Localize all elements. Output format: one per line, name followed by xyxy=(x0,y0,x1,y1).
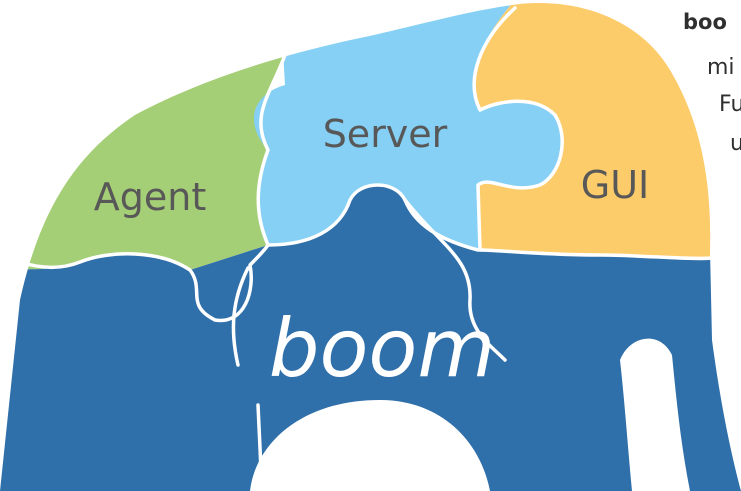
core-label: boom xyxy=(269,302,496,395)
server-label: Server xyxy=(323,112,448,156)
caption-line-1: boo xyxy=(683,10,727,34)
leg-gap xyxy=(250,400,490,491)
agent-piece xyxy=(0,3,285,270)
agent-label: Agent xyxy=(94,175,206,219)
core-piece xyxy=(0,185,741,491)
caption-line-2: mi xyxy=(707,55,735,80)
puzzle-seams xyxy=(18,6,714,491)
caption-line-3: Fu xyxy=(719,92,741,117)
caption-line-4: u xyxy=(730,131,741,156)
trunk-gap xyxy=(620,338,690,491)
gui-label: GUI xyxy=(581,163,649,207)
server-piece xyxy=(254,3,563,250)
